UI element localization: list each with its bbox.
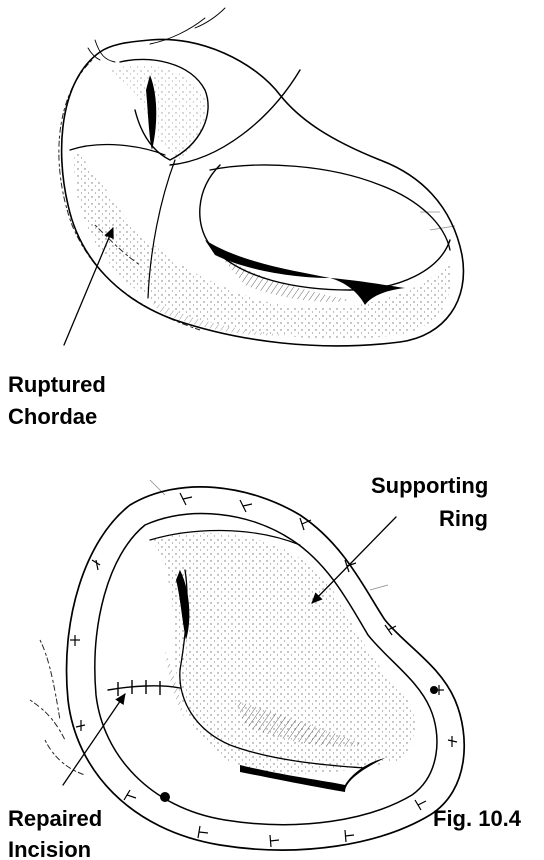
supporting-ring-label-line2: Ring: [439, 506, 488, 531]
supporting-ring-label-line1: Supporting: [371, 473, 488, 498]
valve-illustration-repaired: [30, 480, 464, 850]
ruptured-chordae-arrow: [64, 228, 113, 345]
supporting-ring-arrow: [312, 517, 396, 603]
figure-number: Fig. 10.4: [433, 806, 522, 831]
ruptured-chordae-label-line1: Ruptured: [8, 372, 106, 397]
ruptured-chordae-label-line2: Chordae: [8, 404, 97, 429]
valve-illustration-ruptured: [59, 8, 464, 346]
repaired-incision-label-line1: Repaired: [8, 806, 102, 831]
repaired-incision-label-line2: Incision: [8, 837, 91, 860]
